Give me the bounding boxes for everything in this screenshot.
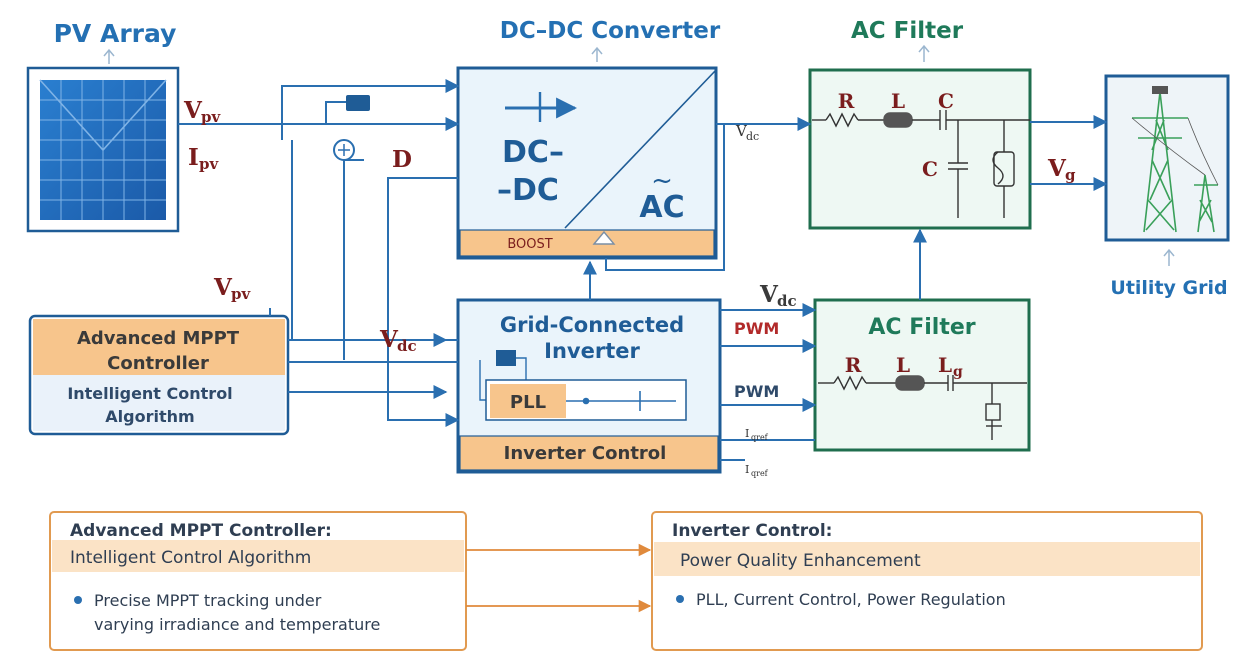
mppt-info-title: Advanced MPPT Controller:: [70, 521, 332, 541]
grid-title-tick-icon: [1163, 248, 1175, 266]
dcdc-title-tick-icon: [591, 46, 603, 62]
vpv-mppt-sub: pv: [231, 285, 251, 303]
pll-box: [490, 384, 566, 418]
dcdc-ac-tilde: ~: [651, 166, 673, 196]
d-label: D: [392, 146, 412, 173]
mppt-info-bullet1: Precise MPPT tracking under: [94, 591, 322, 610]
ac-filter-bottom-circuit: [818, 375, 1027, 440]
iqref-top-sub: qref: [751, 433, 769, 442]
iqref-top-label: I: [745, 427, 749, 440]
duty-node-cross-icon: [338, 144, 350, 156]
sensor-icon: [496, 350, 516, 366]
current-sensor-icon: [346, 95, 370, 111]
acf-bottom-l-label: L: [896, 353, 910, 377]
pll-label: PLL: [510, 392, 546, 413]
boost-up-arrow-icon: [592, 230, 616, 245]
iqref-bottom-sub: qref: [751, 469, 769, 478]
mppt-line3: Intelligent Control: [67, 384, 232, 403]
solar-panel-icon: [39, 79, 167, 220]
transmission-tower-icon: [1131, 91, 1219, 233]
boost-bar: [459, 229, 715, 257]
mppt-info-subtitle-bg: [52, 540, 464, 572]
panel-connectors: [466, 543, 652, 613]
ac-filter-bottom-title: AC Filter: [868, 315, 975, 340]
acf-top-r-label: R: [838, 89, 855, 113]
pv-array-title: PV Array: [54, 19, 177, 48]
inverter-info-subtitle-bg: [654, 542, 1200, 576]
dc-symbol-arrow-icon: [505, 92, 578, 122]
vdc-top-sub: dc: [746, 130, 759, 143]
mppt-line4: Algorithm: [105, 407, 194, 426]
mppt-info-bullet2: varying irradiance and temperature: [94, 615, 380, 634]
dcdc-inner-ac: AC: [639, 190, 684, 225]
vdc-inv-sub: dc: [777, 292, 797, 310]
pv-title-tick-icon: [103, 48, 115, 64]
vdc-top-label: V: [735, 122, 748, 140]
vpv-label: V: [183, 97, 203, 124]
acf-top-tick-icon: [918, 44, 930, 62]
ac-filter-top-block: [808, 68, 1032, 230]
dcdc-inner-dc2: –DC: [497, 173, 559, 208]
acf-bottom-lg-sub: g: [953, 364, 963, 380]
mppt-info-subtitle: Intelligent Control Algorithm: [70, 548, 311, 568]
vdc-mppt-label: V: [379, 326, 399, 353]
inverter-control-label: Inverter Control: [504, 443, 667, 464]
utility-grid-title: Utility Grid: [1110, 277, 1227, 299]
ac-filter-top-circuit: [812, 110, 1030, 218]
vdc-inv-label: V: [759, 281, 779, 308]
pwm1-label: PWM: [734, 319, 779, 338]
inverter-control-bar: [459, 435, 719, 471]
inverter-info-title: Inverter Control:: [672, 521, 832, 541]
pll-dc-symbol-icon: [566, 391, 676, 411]
vpv-sub: pv: [201, 108, 221, 126]
mppt-body: [33, 375, 285, 431]
mppt-line2: Controller: [107, 353, 209, 374]
dcdc-title: DC–DC Converter: [500, 18, 721, 44]
vg-sub: g: [1065, 166, 1076, 184]
acf-bottom-r-label: R: [845, 353, 862, 377]
mppt-line1: Advanced MPPT: [77, 328, 240, 349]
acf-bottom-lg-label: L: [938, 353, 952, 377]
ac-filter-top-title: AC Filter: [851, 18, 964, 44]
boost-label: BOOST: [507, 237, 552, 252]
pwm2-label: PWM: [734, 382, 779, 401]
inverter-bullet-icon: [676, 595, 684, 603]
acf-top-l-label: L: [891, 89, 905, 113]
tower-top-icon: [1152, 86, 1168, 94]
acf-top-c1-label: C: [938, 89, 954, 113]
inverter-info-subtitle: Power Quality Enhancement: [680, 551, 921, 571]
vdc-mppt-sub: dc: [397, 337, 417, 355]
dcdc-inner-dc1: DC–: [502, 135, 564, 170]
ipv-sub: pv: [199, 155, 219, 173]
acf-top-c2-label: C: [922, 157, 938, 181]
inverter-title1: Grid-Connected: [500, 313, 684, 337]
mppt-header: [33, 319, 285, 375]
inverter-title2: Inverter: [544, 339, 640, 363]
inverter-info-bullet: PLL, Current Control, Power Regulation: [696, 590, 1006, 609]
vg-label: V: [1047, 155, 1067, 182]
mppt-bullet-icon: [74, 596, 82, 604]
iqref-bottom-label: I: [745, 463, 749, 476]
dcdc-block: [456, 66, 718, 260]
vpv-mppt-label: V: [213, 274, 233, 301]
ipv-label: I: [188, 144, 199, 171]
ac-filter-bottom-block: [813, 298, 1031, 452]
dcdc-diagonal: [564, 69, 717, 229]
